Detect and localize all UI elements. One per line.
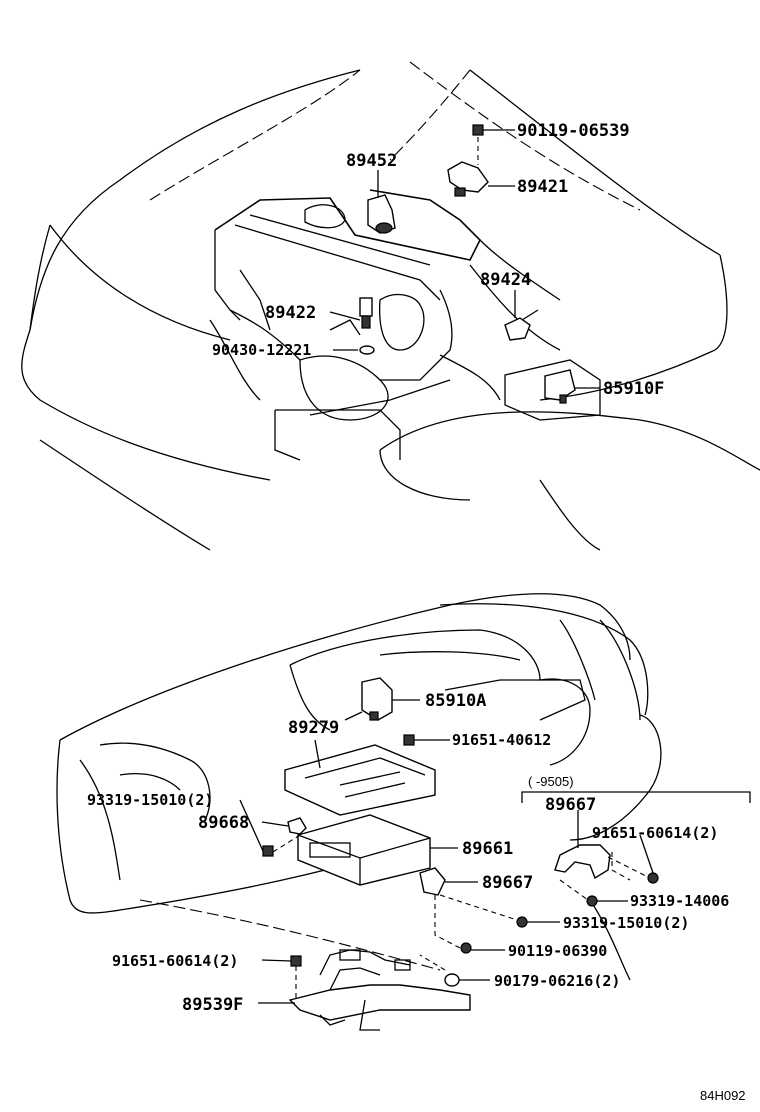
range-note: ( -9505): [528, 774, 574, 789]
label-90179-06216[interactable]: 90179-06216(2): [494, 972, 620, 990]
label-90430-12221[interactable]: 90430-12221: [212, 341, 311, 359]
label-89421[interactable]: 89421: [517, 177, 568, 197]
label-93319-15010-left[interactable]: 93319-15010(2): [87, 791, 213, 809]
label-90119-06390[interactable]: 90119-06390: [508, 942, 607, 960]
label-89661[interactable]: 89661: [462, 839, 513, 859]
leader-lines-lower: [239, 699, 654, 1004]
label-93319-15010-right[interactable]: 93319-15010(2): [563, 914, 689, 932]
label-89279[interactable]: 89279: [288, 718, 339, 738]
label-89452[interactable]: 89452: [346, 151, 397, 171]
label-85910A[interactable]: 85910A: [425, 691, 486, 711]
label-89668[interactable]: 89668: [198, 813, 249, 833]
label-91651-40612[interactable]: 91651-40612: [452, 731, 551, 749]
diagram-code: 84H092: [700, 1088, 746, 1103]
label-85910F[interactable]: 85910F: [603, 379, 664, 399]
leader-lines-upper: [329, 129, 600, 389]
label-89667[interactable]: 89667: [482, 873, 533, 893]
label-91651-60614-left[interactable]: 91651-60614(2): [112, 952, 238, 970]
label-89539F[interactable]: 89539F: [182, 995, 243, 1015]
label-89424[interactable]: 89424: [480, 270, 531, 290]
label-89667-inset[interactable]: 89667: [545, 795, 596, 815]
label-93319-14006[interactable]: 93319-14006: [630, 892, 729, 910]
label-90119-06539[interactable]: 90119-06539: [517, 121, 630, 141]
label-91651-60614-inset[interactable]: 91651-60614(2): [592, 824, 718, 842]
part-shapes-upper: [359, 124, 576, 404]
engine-bay-drawing: [21, 61, 760, 551]
dashboard-drawing: [56, 593, 751, 1031]
part-labels: 90119-06539 89452 89421 89424 89422 9043…: [87, 121, 746, 1103]
label-89422[interactable]: 89422: [265, 303, 316, 323]
